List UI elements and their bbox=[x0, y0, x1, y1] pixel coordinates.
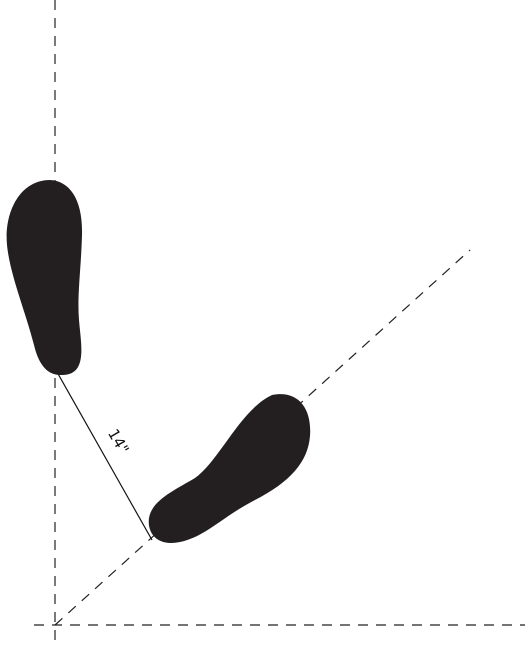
right-footprint bbox=[149, 394, 310, 543]
left-footprint bbox=[7, 180, 82, 375]
distance-measure-line bbox=[57, 372, 152, 540]
distance-label: 14" bbox=[104, 426, 133, 458]
